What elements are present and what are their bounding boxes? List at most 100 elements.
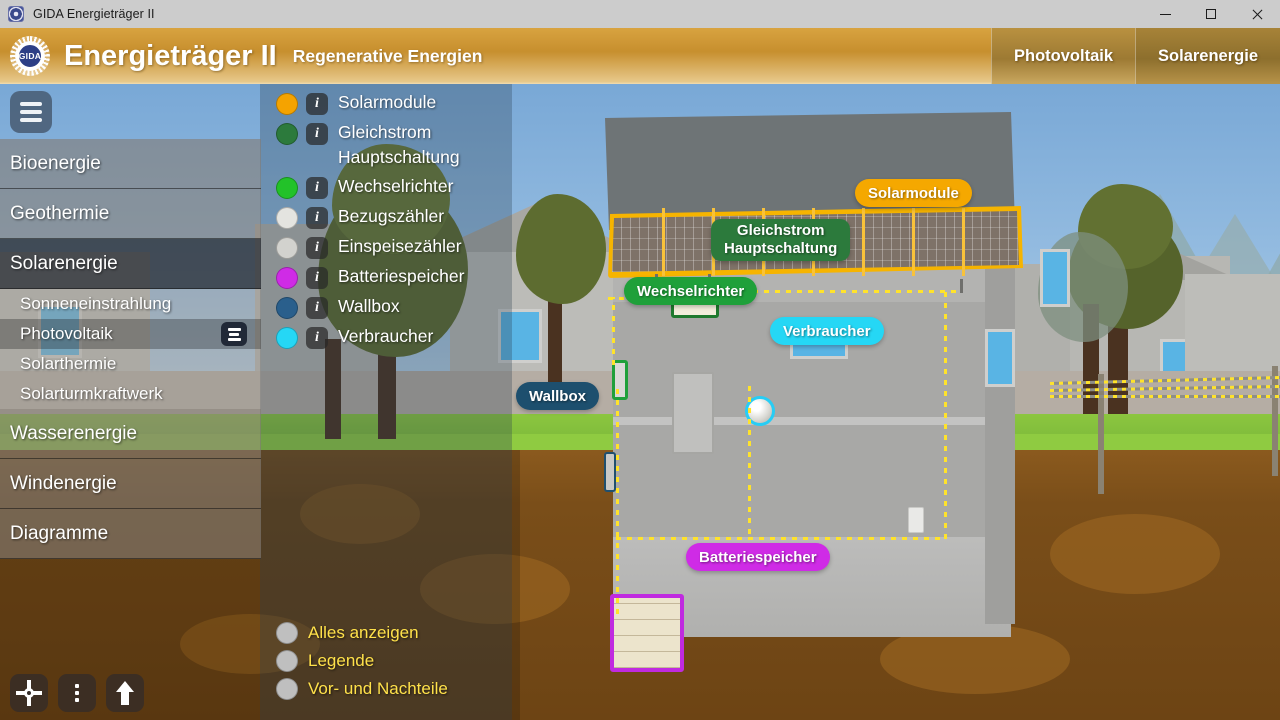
callout-label: Solarmodule (868, 184, 959, 202)
window (1040, 249, 1070, 307)
sidebar-item-geothermie[interactable]: Geothermie (0, 189, 261, 239)
maximize-button[interactable] (1188, 0, 1234, 28)
option-toggle-dot[interactable] (276, 678, 298, 700)
hamburger-line (20, 110, 42, 114)
window (498, 309, 542, 363)
legend-item-wallbox[interactable]: i Wallbox (276, 294, 512, 320)
legend-color-dot (276, 207, 298, 229)
callout-label: Wallbox (529, 387, 586, 405)
option-toggle-dot[interactable] (276, 622, 298, 644)
sidebar-item-diagramme[interactable]: Diagramme (0, 509, 261, 559)
sidebar-subitem-label: Photovoltaik (20, 324, 113, 343)
option-label: Vor- und Nachteile (308, 679, 448, 698)
sidebar: Bioenergie Geothermie Solarenergie Sonne… (0, 84, 261, 720)
dot (75, 698, 79, 702)
info-icon[interactable]: i (306, 237, 328, 259)
legend-item-batteriespeicher[interactable]: i Batteriespeicher (276, 264, 512, 290)
option-vor-und-nachteile[interactable]: Vor- und Nachteile (276, 678, 512, 700)
sidebar-item-label: Windenergie (10, 472, 117, 494)
callout-label: Wechselrichter (637, 282, 745, 300)
battery-storage-device[interactable] (610, 594, 684, 672)
callout-solarmodule[interactable]: Solarmodule (855, 179, 972, 207)
ac-wire (616, 384, 619, 614)
mountain (1260, 209, 1280, 289)
house-upper-floor (613, 417, 1011, 425)
inverter-device[interactable] (612, 360, 628, 400)
option-label: Alles anzeigen (308, 623, 419, 642)
callout-wechselrichter[interactable]: Wechselrichter (624, 277, 758, 305)
callout-verbraucher[interactable]: Verbraucher (770, 317, 884, 345)
legend-options: Alles anzeigen Legende Vor- und Nachteil… (276, 622, 512, 706)
sidebar-item-solarturmkraftwerk[interactable]: Solarturmkraftwerk (0, 379, 261, 409)
legend-item-solarmodule[interactable]: i Solarmodule (276, 90, 512, 116)
sidebar-item-wasserenergie[interactable]: Wasserenergie (0, 409, 261, 459)
dot (75, 684, 79, 688)
legend-item-wechselrichter[interactable]: i Wechselrichter (276, 174, 512, 200)
sidebar-item-windenergie[interactable]: Windenergie (0, 459, 261, 509)
panel-divider (862, 208, 865, 276)
info-icon[interactable]: i (306, 123, 328, 145)
callout-wallbox[interactable]: Wallbox (516, 382, 599, 410)
close-icon (1252, 9, 1263, 20)
panel-divider (662, 208, 665, 276)
sidebar-item-photovoltaik[interactable]: Photovoltaik (0, 319, 261, 349)
wallbox-device[interactable] (604, 452, 616, 492)
legend-color-dot (276, 327, 298, 349)
option-legende[interactable]: Legende (276, 650, 512, 672)
utility-pole (1098, 374, 1104, 494)
legend-item-verbraucher[interactable]: i Verbraucher (276, 324, 512, 350)
appliance (908, 507, 924, 533)
interior-door (672, 372, 714, 454)
dot (75, 691, 79, 695)
pan-tool-button[interactable] (10, 674, 48, 712)
info-icon[interactable]: i (306, 177, 328, 199)
info-icon[interactable]: i (306, 93, 328, 115)
callout-batteriespeicher[interactable]: Batteriespeicher (686, 543, 830, 571)
legend-color-dot (276, 177, 298, 199)
sidebar-item-solarthermie[interactable]: Solarthermie (0, 349, 261, 379)
tab-photovoltaik[interactable]: Photovoltaik (991, 28, 1136, 84)
hamburger-line (20, 102, 42, 106)
info-icon[interactable]: i (306, 327, 328, 349)
sidebar-subitem-label: Sonneneinstrahlung (20, 294, 172, 313)
sidebar-item-bioenergie[interactable]: Bioenergie (0, 139, 261, 189)
option-toggle-dot[interactable] (276, 650, 298, 672)
tree-trunk (548, 279, 562, 389)
more-options-button[interactable] (58, 674, 96, 712)
ac-wire (748, 384, 751, 534)
callout-label-line2: Hauptschaltung (724, 240, 838, 257)
tab-solarenergie[interactable]: Solarenergie (1135, 28, 1280, 84)
legend-label-line1: Gleichstrom (338, 122, 432, 142)
info-icon[interactable]: i (306, 207, 328, 229)
legend-color-dot (276, 93, 298, 115)
info-icon[interactable]: i (306, 297, 328, 319)
vertical-dots-icon (75, 684, 79, 702)
info-icon[interactable]: i (306, 267, 328, 289)
list-options-icon[interactable] (221, 322, 247, 346)
list-line (227, 337, 241, 341)
up-navigation-button[interactable] (106, 674, 144, 712)
list-line (227, 327, 241, 331)
sidebar-item-solarenergie[interactable]: Solarenergie (0, 239, 261, 289)
power-line (1050, 395, 1280, 398)
sidebar-item-label: Solarenergie (10, 252, 118, 274)
hamburger-menu-icon[interactable] (10, 91, 52, 133)
soil-texture (420, 554, 570, 624)
option-alles-anzeigen[interactable]: Alles anzeigen (276, 622, 512, 644)
dc-wire (720, 290, 960, 293)
sidebar-item-sonneneinstrahlung[interactable]: Sonneneinstrahlung (0, 289, 261, 319)
callout-gleichstrom-hauptschaltung[interactable]: Gleichstrom Hauptschaltung (711, 219, 851, 261)
close-button[interactable] (1234, 0, 1280, 28)
legend-item-einspeisezaehler[interactable]: i Einspeisezähler (276, 234, 512, 260)
callout-label: Verbraucher (783, 322, 871, 340)
legend-label: Wechselrichter (338, 176, 454, 196)
house-right-wall (985, 224, 1015, 624)
legend-item-bezugszaehler[interactable]: i Bezugszähler (276, 204, 512, 230)
sidebar-item-label: Diagramme (10, 522, 109, 544)
sidebar-toolbar (10, 674, 144, 712)
minimize-button[interactable] (1142, 0, 1188, 28)
